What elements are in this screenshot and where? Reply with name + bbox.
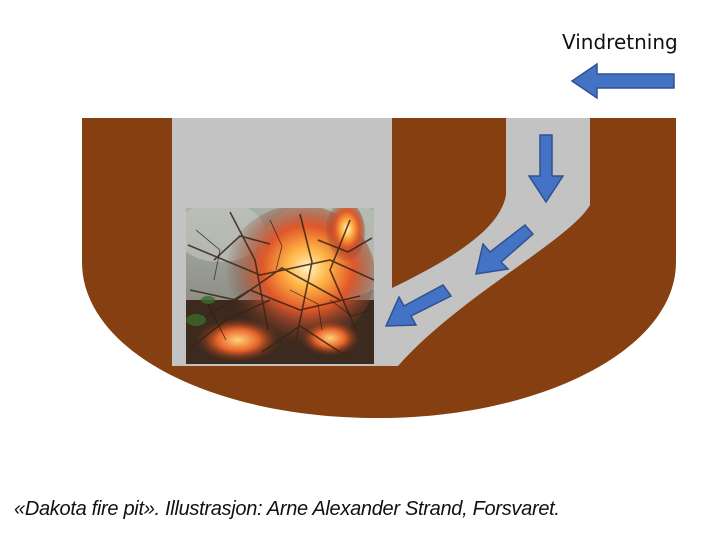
airflow-arrow-into-fire-icon xyxy=(384,284,453,327)
wind-direction-label: Vindretning xyxy=(562,30,678,54)
airflow-arrow-diagonal-icon xyxy=(475,223,535,275)
airflow-arrow-down-icon xyxy=(527,134,565,204)
fire-photo xyxy=(186,208,374,364)
figure-caption: «Dakota fire pit». Illustrasjon: Arne Al… xyxy=(14,498,560,520)
wind-direction-arrow-left-icon xyxy=(570,62,675,100)
